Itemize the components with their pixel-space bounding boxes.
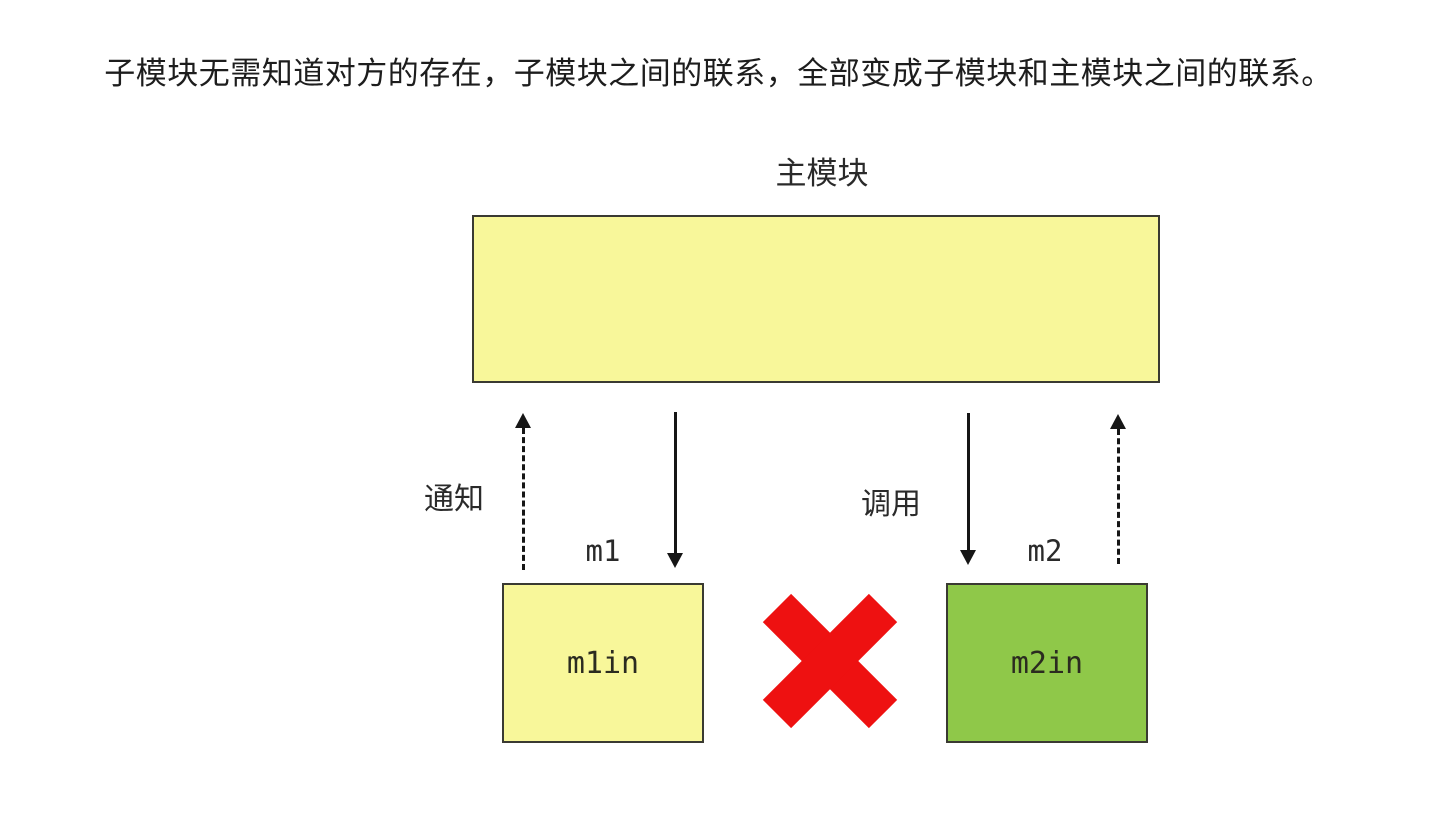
forbidden-cross-icon: [762, 593, 898, 729]
main-module-label: 主模块: [775, 156, 869, 191]
arrowhead-up-icon: [515, 413, 531, 428]
arrowhead-down-icon: [960, 550, 976, 565]
arrowhead-down-icon: [667, 553, 683, 568]
m2-module-name: m2: [1027, 534, 1063, 568]
arrowhead-up-icon: [1110, 414, 1126, 429]
m2-inner-label: m2in: [1010, 645, 1084, 681]
m1-inner-label: m1in: [566, 645, 640, 681]
notify-label: 通知: [424, 483, 484, 516]
notify-dashed-up-arrow-right: [1110, 414, 1126, 564]
m2-module-box: m2in: [946, 583, 1148, 743]
call-solid-down-arrow-right: [960, 413, 976, 565]
main-module-box: [472, 215, 1160, 383]
notify-dashed-up-arrow: [515, 413, 531, 570]
m1-module-name: m1: [585, 534, 621, 568]
page-title: 子模块无需知道对方的存在，子模块之间的联系，全部变成子模块和主模块之间的联系。: [104, 56, 1333, 91]
call-label: 调用: [861, 488, 921, 521]
m1-module-box: m1in: [502, 583, 704, 743]
call-solid-down-arrow-left: [667, 412, 683, 568]
